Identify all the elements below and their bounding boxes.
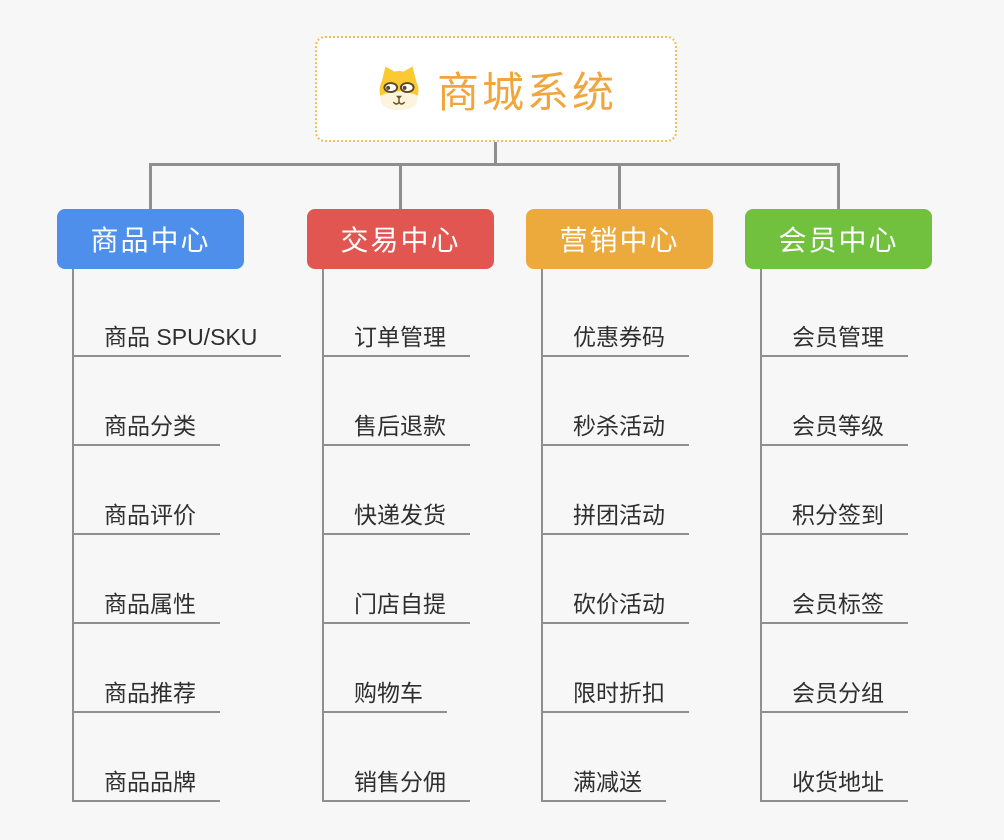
connector-horizontal-bar xyxy=(149,163,840,166)
leaf-node[interactable]: 会员等级 xyxy=(760,408,908,446)
branch-label: 会员中心 xyxy=(778,225,899,256)
leaf-node[interactable]: 商品评价 xyxy=(72,497,220,535)
root-node[interactable]: 商城系统 xyxy=(315,36,677,142)
branch-label: 交易中心 xyxy=(340,225,461,256)
branch-node-4[interactable]: 会员中心 xyxy=(745,209,932,269)
leaf-node[interactable]: 拼团活动 xyxy=(541,497,689,535)
branch-node-2[interactable]: 交易中心 xyxy=(307,209,494,269)
leaf-node[interactable]: 商品 SPU/SKU xyxy=(72,319,282,357)
leaf-node[interactable]: 订单管理 xyxy=(322,319,470,357)
leaf-node[interactable]: 会员标签 xyxy=(760,586,908,624)
leaf-node[interactable]: 商品分类 xyxy=(72,408,220,446)
leaf-node[interactable]: 会员管理 xyxy=(760,319,908,357)
leaf-node[interactable]: 商品属性 xyxy=(72,586,220,624)
leaf-node[interactable]: 收货地址 xyxy=(760,764,908,802)
branch-node-3[interactable]: 营销中心 xyxy=(526,209,713,269)
connector-column-line xyxy=(760,269,762,802)
leaf-node[interactable]: 会员分组 xyxy=(760,675,908,713)
leaf-node[interactable]: 快递发货 xyxy=(322,497,470,535)
leaf-node[interactable]: 积分签到 xyxy=(760,497,908,535)
connector-branch-drop xyxy=(149,165,152,210)
branch-node-1[interactable]: 商品中心 xyxy=(57,209,244,269)
leaf-node[interactable]: 商品品牌 xyxy=(72,764,220,802)
leaf-node[interactable]: 商品推荐 xyxy=(72,675,220,713)
connector-branch-drop xyxy=(837,165,840,210)
leaf-node[interactable]: 购物车 xyxy=(322,675,447,713)
dog-face-icon xyxy=(379,66,419,110)
connector-root-stem xyxy=(494,142,497,164)
leaf-node[interactable]: 满减送 xyxy=(541,764,666,802)
connector-branch-drop xyxy=(399,165,402,210)
connector-branch-drop xyxy=(618,165,621,210)
leaf-node[interactable]: 优惠券码 xyxy=(541,319,689,357)
root-label: 商城系统 xyxy=(436,68,617,116)
leaf-node[interactable]: 秒杀活动 xyxy=(541,408,689,446)
leaf-node[interactable]: 售后退款 xyxy=(322,408,470,446)
branch-label: 商品中心 xyxy=(90,225,211,256)
leaf-node[interactable]: 限时折扣 xyxy=(541,675,689,713)
branch-label: 营销中心 xyxy=(559,225,680,256)
leaf-node[interactable]: 销售分佣 xyxy=(322,764,470,802)
connector-column-line xyxy=(72,269,74,802)
connector-column-line xyxy=(541,269,543,802)
connector-column-line xyxy=(322,269,324,802)
leaf-node[interactable]: 砍价活动 xyxy=(541,586,689,624)
leaf-node[interactable]: 门店自提 xyxy=(322,586,470,624)
